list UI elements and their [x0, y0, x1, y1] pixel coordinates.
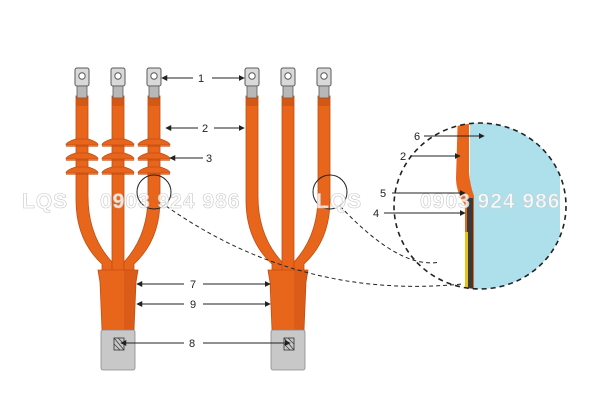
- left-assembly-leg-middle: [111, 95, 125, 273]
- right-assembly-leg-left: [245, 95, 283, 273]
- right-assembly-boot-shade: [294, 270, 308, 330]
- left-assembly-boot-shade: [124, 270, 138, 330]
- left-assembly-lug-1-barrel: [76, 85, 88, 99]
- left-assembly-shed-edge-1-2: [66, 159, 98, 161]
- watermark-left-phone: 0903 924 986: [100, 190, 240, 213]
- right-assembly-lugs: [244, 67, 332, 99]
- left-assembly-shed-2-1: [101, 138, 135, 146]
- left-assembly-lug-1-hole: [78, 72, 86, 80]
- left-assembly-leg-left: [75, 95, 113, 273]
- left-assembly-shed-3-3: [137, 166, 171, 174]
- left-assembly-lug-1: [74, 67, 90, 99]
- right-assembly-lug-2: [280, 67, 296, 99]
- detail-ellipse-border: [393, 122, 567, 290]
- callout-5-label: 5: [380, 188, 386, 200]
- left-assembly-shed-edge-2-1: [102, 145, 134, 147]
- callout-6-label: 6: [414, 131, 420, 143]
- leg-neck-shade-6: [318, 98, 330, 106]
- right-detail-leader-dashed: [339, 205, 441, 264]
- callout-1-label: 1: [198, 73, 204, 85]
- leg-neck-shading: [76, 98, 330, 106]
- right-assembly-lug-1-hole: [248, 72, 256, 80]
- leg-neck-shade-2: [112, 98, 124, 106]
- left-assembly-lug-3-barrel: [148, 85, 160, 99]
- right-assembly-leg-right: [293, 95, 331, 273]
- watermark-right-phone: 0903 924 986: [420, 190, 560, 213]
- leg-neck-shade-5: [282, 98, 294, 106]
- right-assembly-lug-1-barrel: [246, 85, 258, 99]
- right-assembly-leg-middle: [281, 95, 295, 273]
- left-assembly-shed-edge-1-1: [66, 145, 98, 147]
- callout-9-label: 9: [190, 299, 196, 311]
- left-assembly-shed-1-2: [65, 152, 99, 160]
- left-assembly-shed-3-2: [137, 152, 171, 160]
- left-assembly-shed-edge-2-2: [102, 159, 134, 161]
- callout-2-label: 2: [202, 123, 208, 135]
- right-termination-assembly: [244, 67, 332, 371]
- left-assembly-lugs: [74, 67, 162, 99]
- watermark-left-brand: LQS: [22, 190, 68, 213]
- leg-neck-shade-4: [246, 98, 258, 106]
- left-assembly-lug-2-barrel: [112, 85, 124, 99]
- right-detail-circle: [312, 174, 348, 210]
- callout-8-label: 8: [189, 338, 195, 350]
- left-assembly-shed-edge-3-2: [138, 159, 170, 161]
- callout-7-label: 7: [190, 279, 196, 291]
- left-assembly-shed-3-1: [137, 138, 171, 146]
- left-assembly-shed-1-3: [65, 166, 99, 174]
- left-assembly-shed-edge-3-1: [138, 145, 170, 147]
- left-assembly-lug-3: [146, 67, 162, 99]
- right-assembly-lug-3: [316, 67, 332, 99]
- left-termination-assembly: [65, 67, 171, 371]
- watermark-right-brand: LQS: [316, 190, 362, 213]
- left-assembly-shed-2-2: [101, 152, 135, 160]
- left-assembly-leg-right: [123, 95, 161, 273]
- right-assembly-lug-2-barrel: [282, 85, 294, 99]
- left-assembly-shed-1-1: [65, 138, 99, 146]
- left-assembly-shed-edge-2-3: [102, 173, 134, 175]
- detail-layer-stress-control: [467, 198, 473, 289]
- left-assembly-lug-2: [110, 67, 126, 99]
- left-assembly-lug-2-hole: [114, 72, 122, 80]
- right-assembly-lug-3-barrel: [318, 85, 330, 99]
- detail-callout-2-label: 2: [400, 151, 406, 163]
- left-detail-leader-dashed: [165, 205, 463, 287]
- leg-neck-shade-1: [76, 98, 88, 106]
- left-assembly-shed-edge-3-3: [138, 173, 170, 175]
- right-assembly-lug-1: [244, 67, 260, 99]
- left-assembly-sheds: [65, 138, 171, 175]
- right-assembly-lug-2-hole: [284, 72, 292, 80]
- left-assembly-shed-2-3: [101, 166, 135, 174]
- left-assembly-lug-3-hole: [150, 72, 158, 80]
- right-assembly-lug-3-hole: [320, 72, 328, 80]
- left-detail-circle: [136, 174, 172, 210]
- left-assembly-shed-edge-1-3: [66, 173, 98, 175]
- detail-layer-mastic: [465, 232, 468, 289]
- leg-neck-shade-3: [148, 98, 160, 106]
- callout-3-label: 3: [206, 153, 212, 165]
- callout-4-label: 4: [373, 208, 379, 220]
